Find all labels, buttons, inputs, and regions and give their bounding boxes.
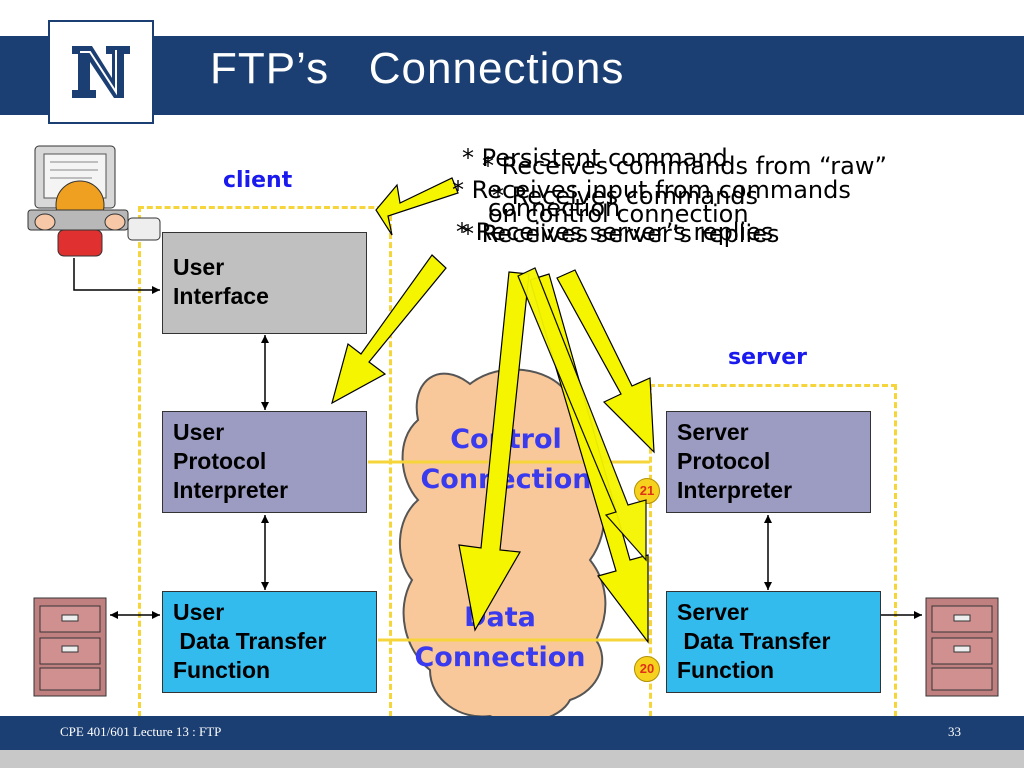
server-label: server bbox=[728, 345, 807, 370]
data-port-badge: 20 bbox=[634, 656, 660, 682]
footer-course-label: CPE 401/601 Lecture 13 : FTP bbox=[60, 724, 222, 739]
footer-bar bbox=[0, 716, 1024, 750]
bullet-2: * Receives commands from “raw” bbox=[482, 152, 887, 180]
page-number: 33 bbox=[948, 724, 961, 739]
arrow-to-data-connection bbox=[458, 271, 530, 632]
bullet-7: * Receives commands bbox=[492, 182, 759, 210]
bullet-6: * Receives server’s replies bbox=[456, 218, 774, 246]
bullet-3: * Receives input from commands bbox=[452, 176, 851, 204]
arrow-to-user-pi bbox=[331, 254, 447, 405]
user-protocol-interpreter-box: User Protocol Interpreter bbox=[162, 411, 367, 513]
bullet-1: * Persistent command bbox=[462, 144, 728, 172]
bullet-5: on control connection bbox=[488, 200, 749, 228]
server-protocol-interpreter-box: Server Protocol Interpreter bbox=[666, 411, 871, 513]
user-to-ui-line bbox=[73, 258, 160, 291]
control-port-badge: 21 bbox=[634, 478, 660, 504]
bullet-8: * Receives server’s replies bbox=[462, 220, 780, 248]
user-computer-icon bbox=[27, 145, 161, 257]
overlapping-bullet-text: * Persistent command * Receives commands… bbox=[452, 142, 992, 252]
bullet-4: connection bbox=[488, 194, 621, 222]
server-storage-icon bbox=[925, 597, 999, 697]
server-data-transfer-box: Server Data Transfer Function bbox=[666, 591, 881, 693]
client-label: client bbox=[223, 168, 293, 193]
client-storage-icon bbox=[33, 597, 107, 697]
title-bar bbox=[0, 36, 1024, 115]
slide-title: FTP’s Connections bbox=[210, 44, 625, 93]
n-logo-icon bbox=[72, 46, 130, 98]
user-interface-box: User Interface bbox=[162, 232, 367, 334]
university-logo bbox=[48, 20, 154, 124]
user-data-transfer-box: User Data Transfer Function bbox=[162, 591, 377, 693]
arrow-to-server-pi bbox=[556, 269, 655, 454]
arrow-to-control bbox=[517, 267, 647, 562]
arrow-to-user-interface bbox=[375, 177, 459, 236]
footer-strip bbox=[0, 750, 1024, 768]
